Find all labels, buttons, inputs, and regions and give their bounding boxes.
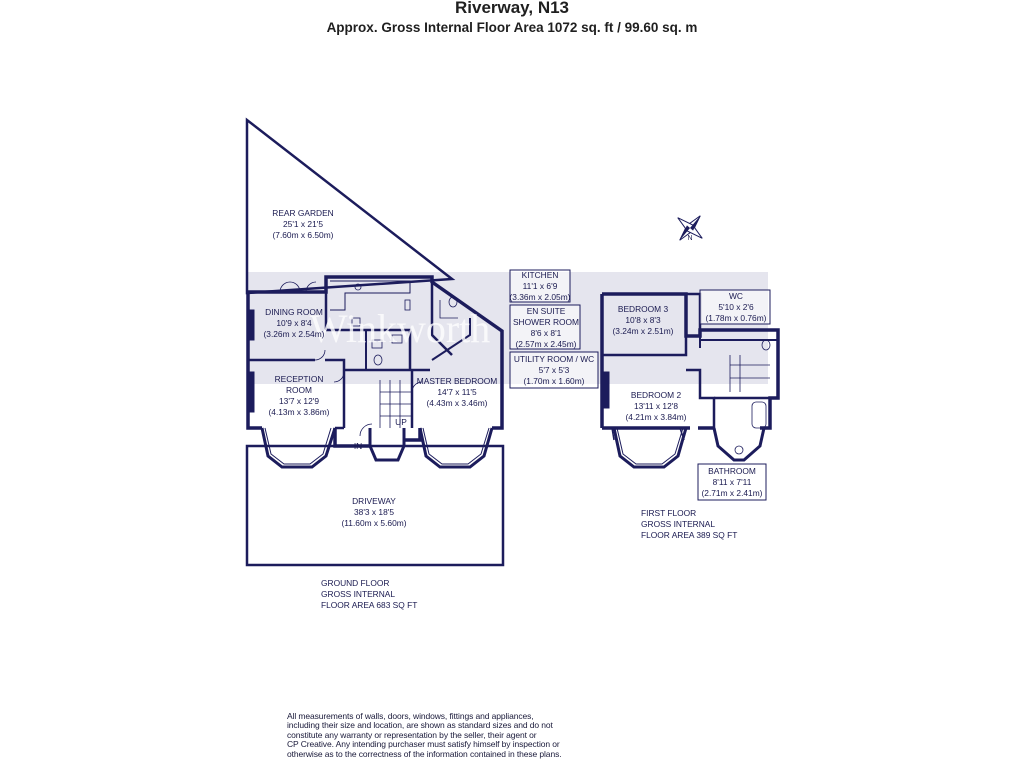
- master-bedroom-imperial: 14'7 x 11'5: [437, 387, 477, 397]
- utility-label-box: [509, 351, 599, 389]
- dining-chimney-breast: [247, 309, 255, 341]
- wc-name: WC: [729, 291, 743, 301]
- stairs-up-label: UP: [395, 417, 407, 427]
- driveway-imperial: 38'3 x 18'5: [354, 507, 394, 517]
- dining-room-name: DINING ROOM: [265, 307, 323, 317]
- ground-floor-footer-3: FLOOR AREA 683 SQ FT: [321, 600, 417, 610]
- disclaimer-line-1: All measurements of walls, doors, window…: [287, 711, 534, 721]
- bathroom-name: BATHROOM: [708, 466, 756, 476]
- bedroom-3-name: BEDROOM 3: [618, 304, 669, 314]
- wc-imperial: 5'10 x 2'6: [718, 302, 754, 312]
- master-bay-window: [418, 427, 494, 469]
- en-suite-metric: (2.57m x 2.45m): [516, 339, 577, 349]
- utility-wc-toilet: [373, 354, 383, 366]
- disclaimer: All measurements of walls, doors, window…: [287, 711, 577, 759]
- disclaimer-line-2: including their size and location, are s…: [287, 720, 553, 731]
- reception-bay-window: [260, 427, 337, 469]
- en-suite-shower: [439, 300, 458, 319]
- master-bedroom-metric: (4.43m x 3.46m): [427, 398, 488, 408]
- first-floor-footer-3: FLOOR AREA 389 SQ FT: [641, 530, 737, 540]
- first-floor-wc-toilet: [761, 339, 771, 351]
- reception-room-name-1: RECEPTION: [275, 374, 324, 384]
- rear-garden-imperial: 25'1 x 21'5: [283, 219, 323, 229]
- bathroom-imperial: 8'11 x 7'11: [713, 477, 752, 487]
- en-suite-imperial: 8'6 x 8'1: [531, 328, 562, 338]
- plan-subtitle: Approx. Gross Internal Floor Area 1072 s…: [326, 20, 698, 35]
- en-suite-name-2: SHOWER ROOM: [513, 317, 579, 327]
- first-floor-outline: [602, 292, 780, 430]
- bedroom-2-metric: (4.21m x 3.84m): [626, 412, 687, 422]
- first-floor-footer-2: GROSS INTERNAL: [641, 519, 715, 529]
- en-suite-label-box: [509, 304, 581, 350]
- bathroom-bay-window: [712, 427, 766, 462]
- kitchen-imperial: 11'1 x 6'9: [523, 281, 558, 291]
- entrance-in-label: IN: [354, 441, 362, 451]
- kitchen-counter: [330, 280, 411, 311]
- plan-title: Riverway, N13: [454, 0, 570, 17]
- driveway-outline: [245, 444, 505, 567]
- wc-metric: (1.78m x 0.76m): [706, 313, 767, 323]
- utility-room-metric: (1.70m x 1.60m): [524, 376, 585, 386]
- compass-north-label: N: [687, 235, 692, 242]
- bedroom-2-imperial: 13'11 x 12'8: [634, 401, 678, 411]
- dining-room-metric: (3.26m x 2.54m): [264, 329, 325, 339]
- disclaimer-line-5: otherwise as to the correctness of the i…: [287, 748, 562, 759]
- en-suite-name-1: EN SUITE: [527, 306, 566, 316]
- kitchen-metric: (3.36m x 2.05m): [510, 292, 571, 302]
- rear-garden-outline: [245, 117, 456, 295]
- bedroom-3-metric: (3.24m x 2.51m): [613, 326, 674, 336]
- first-floor-stairs: [729, 355, 770, 392]
- dining-room-imperial: 10'9 x 8'4: [276, 318, 312, 328]
- rear-garden-name: REAR GARDEN: [272, 208, 333, 218]
- driveway-metric: (11.60m x 5.60m): [341, 518, 406, 528]
- reception-room-name-2: ROOM: [286, 385, 312, 395]
- disclaimer-line-3: constitute any warranty or representatio…: [287, 729, 537, 740]
- disclaimer-line-4: CP Creative. Any intending purchaser mus…: [287, 739, 560, 750]
- reception-room-imperial: 13'7 x 12'9: [279, 396, 319, 406]
- wc-label-box: [699, 289, 771, 325]
- bedroom-2-chimney-breast: [601, 371, 610, 409]
- compass-icon: [677, 215, 703, 241]
- bathtub: [751, 401, 767, 429]
- watermark-band: [248, 272, 768, 384]
- bathroom-label-box: [697, 463, 767, 501]
- bedroom-3-imperial: 10'8 x 8'3: [625, 315, 661, 325]
- kitchen-name: KITCHEN: [522, 270, 559, 280]
- dining-french-doors: [279, 281, 317, 293]
- ground-stairs: [379, 380, 412, 428]
- utility-room-name: UTILITY ROOM / WC: [514, 354, 594, 364]
- reception-chimney-breast: [247, 371, 255, 413]
- bedroom-2-name: BEDROOM 2: [631, 390, 682, 400]
- utility-room-imperial: 5'7 x 5'3: [539, 365, 570, 375]
- master-bedroom-name: MASTER BEDROOM: [417, 376, 498, 386]
- entrance-porch: [368, 428, 406, 462]
- bathroom-metric: (2.71m x 2.41m): [702, 488, 763, 498]
- reception-room-metric: (4.13m x 3.86m): [269, 407, 330, 417]
- watermark-text: Winkworth: [310, 306, 491, 351]
- driveway-name: DRIVEWAY: [352, 496, 396, 506]
- ground-floor-footer-2: GROSS INTERNAL: [321, 589, 395, 599]
- ground-house-outline: [246, 275, 504, 448]
- bathroom-basin: [734, 445, 744, 455]
- first-floor-footer-1: FIRST FLOOR: [641, 508, 696, 518]
- kitchen-label-box: [509, 269, 571, 303]
- ground-floor-footer-1: GROUND FLOOR: [321, 578, 389, 588]
- rear-garden-metric: (7.60m x 6.50m): [273, 230, 334, 240]
- bedroom-2-bay-window: [612, 427, 688, 469]
